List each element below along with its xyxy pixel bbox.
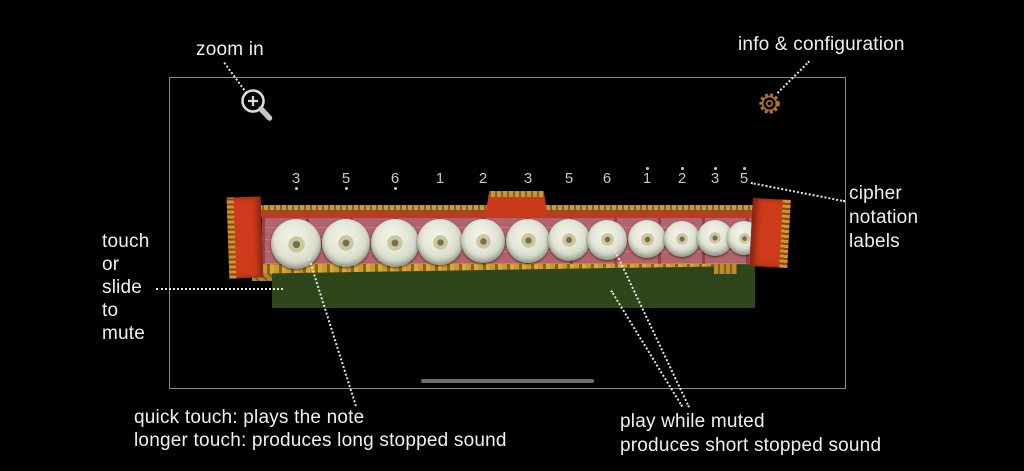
caption-line: quick touch: plays the note: [134, 407, 365, 428]
play-while-muted-caption: play while muted produces short stopped …: [620, 410, 881, 458]
bell-boss: [387, 234, 403, 251]
cipher-digit: 5: [739, 170, 749, 187]
bell-boss: [432, 234, 448, 250]
cipher-digit: 1: [642, 170, 652, 187]
octave-dot-above: [713, 167, 717, 170]
bell-boss: [562, 233, 576, 248]
cipher-label: 6: [596, 167, 618, 190]
cipher-label: 3: [704, 167, 726, 190]
gong-bell[interactable]: [417, 219, 463, 266]
cipher-digit: 2: [478, 170, 488, 187]
bell-boss: [676, 232, 688, 245]
cipher-notation-caption: cipher notation labels: [849, 182, 918, 254]
caption-line: to: [102, 300, 119, 321]
caption-line: play while muted: [620, 411, 765, 432]
caption-line: produces short stopped sound: [620, 435, 882, 456]
drag-handle-bar[interactable]: [421, 379, 594, 383]
octave-dot-below: [393, 187, 397, 190]
cipher-digit: 5: [341, 170, 351, 187]
caption-line: longer touch: produces long stopped soun…: [134, 430, 507, 451]
octave-dot-below: [344, 187, 348, 190]
gold-tab-right: [714, 261, 737, 274]
bell-boss: [287, 235, 305, 253]
cipher-digit: 6: [602, 170, 612, 187]
gong-bell[interactable]: [587, 219, 627, 260]
cipher-digit: 2: [677, 170, 687, 187]
gong-bell[interactable]: [371, 218, 419, 267]
right-end-post: [749, 198, 791, 268]
caption-line: slide: [102, 277, 143, 298]
zoom-in-icon[interactable]: [239, 87, 275, 130]
caption-line: mute: [102, 323, 146, 344]
bell-boss: [640, 232, 654, 246]
cipher-digit: 6: [390, 170, 400, 187]
app-viewport-frame: [169, 77, 846, 389]
gong-bell[interactable]: [271, 219, 321, 269]
cipher-label: 2: [472, 167, 494, 190]
caption-line: touch: [102, 231, 150, 252]
cipher-digit: 3: [291, 170, 301, 187]
gong-bell[interactable]: [461, 219, 505, 264]
octave-dot-below: [294, 187, 298, 190]
gong-bell[interactable]: [664, 220, 700, 257]
center-handle: [485, 191, 548, 217]
octave-dot-above: [645, 167, 649, 170]
bell-boss: [738, 232, 750, 244]
cipher-digit: 3: [710, 170, 720, 187]
pointer-line-mute: [156, 288, 283, 290]
gong-bell[interactable]: [548, 219, 590, 262]
cipher-label: 2: [671, 167, 693, 190]
octave-dot-above: [742, 167, 746, 170]
cipher-label: 5: [335, 167, 357, 190]
cipher-label: 3: [517, 167, 539, 190]
bell-boss: [520, 233, 536, 249]
caption-line: cipher: [849, 183, 902, 204]
caption-line: notation: [849, 207, 919, 228]
cipher-label: 5: [733, 167, 755, 190]
caption-line: labels: [849, 231, 900, 252]
gong-bell[interactable]: [506, 218, 550, 263]
gear-icon[interactable]: [756, 90, 783, 122]
cipher-label: 6: [384, 167, 406, 190]
cipher-digit: 5: [564, 170, 574, 187]
caption-line: or: [102, 254, 120, 275]
bell-boss: [338, 235, 354, 252]
zoom-in-label: zoom in: [196, 39, 264, 60]
info-configuration-label: info & configuration: [738, 34, 905, 55]
cipher-digit: 1: [435, 170, 445, 187]
bell-boss: [709, 232, 721, 245]
bell-boss: [600, 233, 614, 247]
octave-dot-above: [680, 167, 684, 170]
gong-bell[interactable]: [628, 220, 666, 259]
quick-touch-caption: quick touch: plays the note longer touch…: [134, 406, 507, 452]
cipher-label: 1: [636, 167, 658, 190]
cipher-label: 1: [429, 167, 451, 190]
gong-bell[interactable]: [322, 219, 370, 268]
cipher-label: 3: [285, 167, 307, 190]
mute-caption: touch or slide to mute: [102, 230, 149, 345]
cipher-label: 5: [558, 167, 580, 190]
bell-boss: [475, 233, 491, 249]
left-end-post: [226, 196, 264, 279]
cipher-digit: 3: [523, 170, 533, 187]
